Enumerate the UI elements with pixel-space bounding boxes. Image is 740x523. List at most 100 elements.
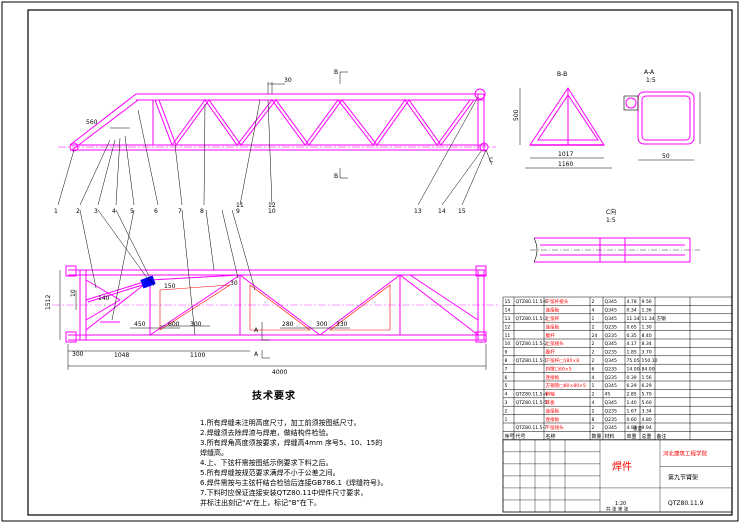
- dim-300: 300: [72, 351, 84, 358]
- table-cell: 5.60: [642, 400, 652, 406]
- table-cell: 连接板: [546, 407, 560, 414]
- callout-number: 14: [438, 208, 446, 215]
- tech-line: 并标注出刻记“A”在上，标记“B”在下。: [200, 499, 321, 507]
- table-cell: Q345: [605, 358, 617, 364]
- table-cell: Q235: [605, 408, 617, 414]
- table-cell: 13: [505, 316, 511, 322]
- table-cell: Q235: [605, 417, 617, 423]
- table-cell: 0.65: [627, 324, 637, 330]
- dim-140: 140: [98, 295, 110, 302]
- table-cell: 14: [505, 308, 511, 314]
- callout-number: 9: [236, 208, 240, 215]
- table-cell: 2: [592, 341, 595, 347]
- table-cell: 2: [505, 408, 508, 414]
- plan-labels: 1512 10 300 1048 1100 4000 450 600 300 2…: [45, 280, 348, 376]
- table-cell: Q235: [605, 366, 617, 372]
- table-cell: 11: [505, 333, 511, 339]
- table-cell: 下弦杆接头: [546, 298, 569, 305]
- table-cell: 连接板: [546, 323, 560, 330]
- table-cell: 0.34: [627, 308, 637, 314]
- callout-number: 4: [112, 208, 116, 215]
- table-cell: 4.80: [642, 417, 652, 423]
- elevation-labels: 30 560 B B C: [86, 69, 493, 180]
- table-cell: 4: [592, 308, 595, 314]
- callout-number: 10: [268, 208, 276, 215]
- table-cell: 耳板: [546, 399, 556, 406]
- tech-line: 7.下料时应保证连接安装QTZ80.11中焊件尺寸要求，: [200, 489, 368, 497]
- table-cell: 1: [592, 316, 595, 322]
- table-cell: QTZ80.11.5-7: [516, 425, 548, 431]
- table-cell: 4.78: [627, 299, 637, 305]
- table-cell: 0.35: [627, 333, 637, 339]
- table-cell: 3: [505, 400, 508, 406]
- table-cell: 1.36: [642, 308, 652, 314]
- table-cell: 上弦杆: [546, 315, 560, 322]
- table-cell: 下弦接头: [546, 424, 565, 431]
- table-cell: 4: [592, 400, 595, 406]
- callout-number: 15: [458, 208, 466, 215]
- tech-line: 1.所有焊缝未注明高度尺寸，加工前须按图纸尺寸。: [200, 419, 361, 427]
- table-cell: 150.10: [642, 358, 658, 364]
- dim-30-plan: 30: [230, 280, 238, 287]
- school-name: 河北建筑工程学院: [663, 449, 708, 457]
- table-cell: 腹杆: [546, 332, 556, 339]
- tech-line: 4.上、下弦杆需按图纸示例要求下料之后。: [200, 459, 333, 467]
- dim-1160: 1160: [558, 161, 573, 168]
- table-cell: QTZ80.11.5-5: [516, 400, 548, 406]
- section-b-upper: B: [334, 69, 338, 76]
- table-cell: 2.85: [627, 392, 637, 398]
- table-cell: 8: [505, 358, 508, 364]
- table-header: 名称: [546, 433, 556, 440]
- table-cell: 10: [505, 341, 511, 347]
- tech-line: 2.焊缝须去除焊渣与焊疤，做结构件检验。: [200, 429, 333, 437]
- table-cell: 2: [592, 324, 595, 330]
- scale-c: 1:5: [606, 217, 616, 224]
- table-cell: 75.05: [627, 358, 640, 364]
- tech-line: 6.焊件需按与主弦杆结合检验后连接GB786.1《焊缝符号》。: [200, 479, 388, 487]
- sheet-count: 共 张 第 张: [606, 506, 629, 513]
- table-cell: QTZ80.11.5-2: [516, 341, 548, 347]
- weight-label: 重量: [633, 425, 643, 432]
- dim-1017: 1017: [558, 151, 573, 158]
- table-cell: 上弦接头: [546, 340, 565, 347]
- table-cell: 2: [592, 408, 595, 414]
- view-c-labels: C向 1:5: [606, 208, 616, 224]
- table-cell: 4.17: [627, 341, 637, 347]
- plan-view: [52, 265, 500, 343]
- table-cell: 5: [505, 383, 508, 389]
- table-header: 总重: [642, 433, 652, 440]
- dim-150: 150: [164, 283, 176, 290]
- table-cell: QTZ80.11.5-1: [516, 358, 548, 364]
- callout-number: 11: [236, 202, 244, 209]
- table-cell: 9: [505, 350, 508, 356]
- table-cell: 24: [592, 333, 598, 339]
- table-header: 单重: [627, 433, 637, 440]
- callout-c: C: [489, 157, 493, 164]
- elevation-view: [58, 88, 496, 152]
- table-cell: 4: [592, 375, 595, 381]
- callout-number: 8: [200, 208, 204, 215]
- table-cell: Q345: [605, 425, 617, 431]
- table-cell: 4.97: [627, 425, 637, 431]
- callout-number: 13: [414, 208, 422, 215]
- table-cell: 2: [592, 358, 595, 364]
- dim-10: 10: [70, 289, 77, 297]
- drawing-name: 焊件: [612, 461, 632, 473]
- table-cell: 4: [505, 392, 508, 398]
- view-bb-title: B-B: [557, 71, 567, 78]
- table-cell: 0.39: [627, 375, 637, 381]
- view-c: [530, 237, 700, 263]
- table-cell: 1: [592, 383, 595, 389]
- table-cell: 7: [505, 366, 508, 372]
- callout-number: 12: [268, 202, 276, 209]
- dim-1100: 1100: [190, 352, 205, 359]
- table-cell: 3.34: [642, 408, 652, 414]
- callout-number: 2: [76, 208, 80, 215]
- section-aa: [623, 91, 701, 161]
- table-cell: 连接板: [546, 374, 560, 381]
- table-cell: 1.40: [627, 400, 637, 406]
- table-cell: 2: [592, 350, 595, 356]
